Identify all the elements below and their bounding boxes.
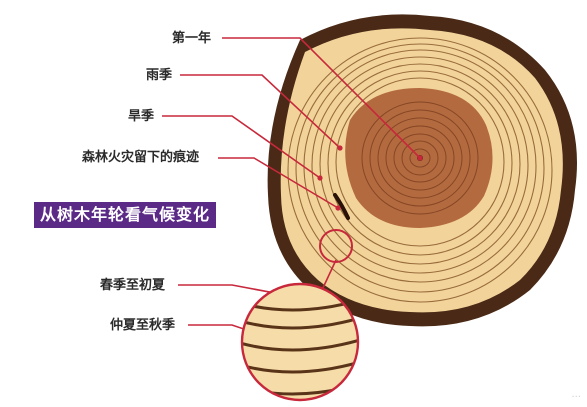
label-rainy-season: 雨季 bbox=[146, 68, 173, 83]
label-spring-early-summer: 春季至初夏 bbox=[100, 278, 166, 293]
watermark: ··· bbox=[571, 392, 581, 403]
fire-scar bbox=[333, 193, 350, 220]
label-fire-scar: 森林火灾留下的痕迹 bbox=[82, 150, 200, 165]
label-midsummer-autumn: 仲夏至秋季 bbox=[110, 318, 176, 333]
label-first-year: 第一年 bbox=[172, 31, 212, 46]
heartwood-rings bbox=[361, 101, 479, 215]
title-banner: 从树木年轮看气候变化 bbox=[34, 202, 217, 228]
zoom-inset bbox=[240, 282, 360, 402]
magnify-marker bbox=[319, 229, 353, 263]
label-dry-season: 旱季 bbox=[128, 109, 155, 124]
